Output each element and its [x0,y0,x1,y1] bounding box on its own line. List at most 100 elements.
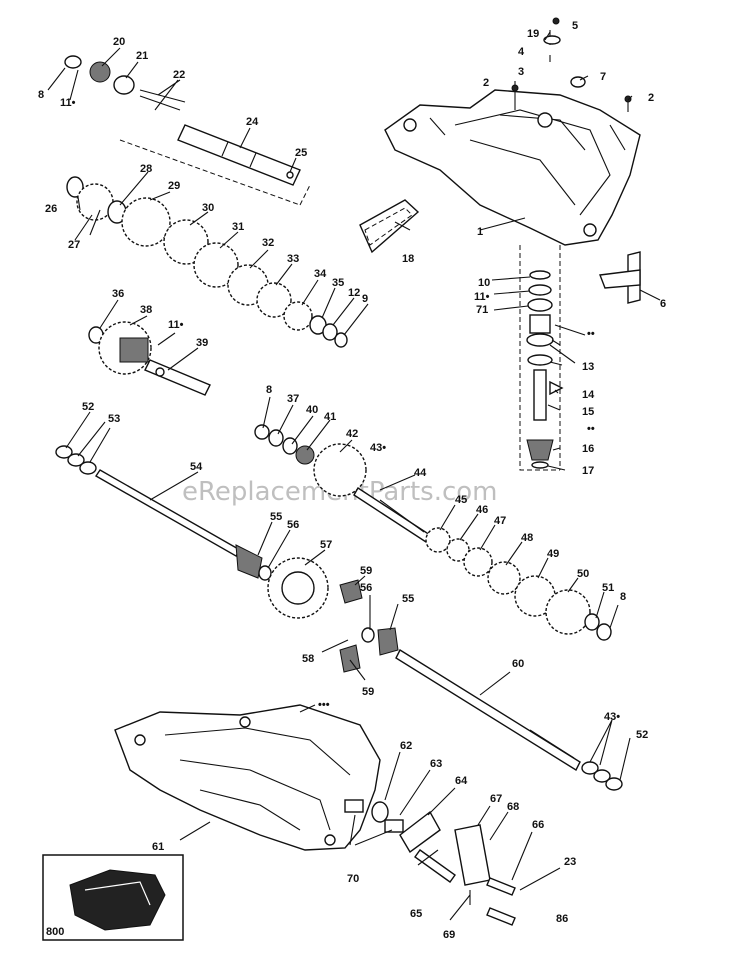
part-labels: 1 2 2 3 4 5 6 7 8 8 8 9 10 11• 11• 11• 1… [38,20,666,941]
label-43a: 43• [370,442,386,454]
label-67: 67 [490,793,502,805]
shift-bracket [599,251,661,304]
countershaft [353,487,612,641]
label-2a: 2 [483,77,489,89]
drive-chain [359,199,420,254]
leader-lines [47,31,633,921]
label-8c: 8 [620,591,626,603]
label-9: 9 [362,293,368,305]
label-35: 35 [332,277,344,289]
label-dots-2: •• [587,423,595,435]
label-22: 22 [173,69,185,81]
label-47: 47 [494,515,506,527]
label-55b: 55 [402,593,414,605]
label-64: 64 [455,775,468,787]
label-49: 49 [547,548,559,560]
label-63: 63 [430,758,442,770]
shifter-stack [519,245,564,471]
label-dots-1: •• [587,328,595,340]
label-37: 37 [287,393,299,405]
label-34: 34 [314,268,327,280]
right-axle [395,648,623,791]
label-12: 12 [348,287,360,299]
label-48: 48 [521,532,533,544]
label-54: 54 [190,461,203,473]
label-11a: 11• [60,97,76,109]
lower-right-hardware [344,799,516,926]
label-52a: 52 [82,401,94,413]
label-15: 15 [582,406,594,418]
label-36: 36 [112,288,124,300]
label-10: 10 [478,277,490,289]
label-59a: 59 [360,565,372,577]
label-1: 1 [477,226,483,238]
label-8b: 8 [266,384,272,396]
label-26: 26 [45,203,57,215]
label-41: 41 [324,411,336,423]
label-44: 44 [414,467,427,479]
label-43b: 43• [604,711,620,723]
label-2b: 2 [648,92,654,104]
label-53: 53 [108,413,120,425]
label-40: 40 [306,404,318,416]
label-61: 61 [152,841,164,853]
label-42: 42 [346,428,358,440]
label-55a: 55 [270,511,282,523]
label-56b: 56 [360,582,372,594]
label-60: 60 [512,658,524,670]
label-86: 86 [556,913,568,925]
label-32: 32 [262,237,274,249]
label-29: 29 [168,180,180,192]
label-65: 65 [410,908,422,920]
label-8a: 8 [38,89,44,101]
label-33: 33 [287,253,299,265]
label-57: 57 [320,539,332,551]
label-71: 71 [476,304,488,316]
label-45: 45 [455,494,467,506]
label-7: 7 [600,71,606,83]
label-18: 18 [402,253,414,265]
label-46: 46 [476,504,488,516]
label-19: 19 [527,28,539,40]
label-38: 38 [140,304,152,316]
label-21: 21 [136,50,148,62]
label-4: 4 [518,46,525,58]
differential [267,557,399,673]
label-62: 62 [400,740,412,752]
label-14: 14 [582,389,595,401]
left-axle [55,445,272,581]
label-20: 20 [113,36,125,48]
label-50: 50 [577,568,589,580]
upper-housing [384,89,641,246]
lower-housing [114,704,381,851]
label-13: 13 [582,361,594,373]
label-39: 39 [196,337,208,349]
label-3: 3 [518,66,524,78]
label-11b: 11• [168,319,184,331]
label-68: 68 [507,801,519,813]
label-56a: 56 [287,519,299,531]
label-28: 28 [140,163,152,175]
top-shaft-group [64,55,311,206]
label-31: 31 [232,221,244,233]
label-51: 51 [602,582,614,594]
label-25: 25 [295,147,307,159]
label-70: 70 [347,873,359,885]
label-66: 66 [532,819,544,831]
cluster-gear [88,321,211,396]
label-52b: 52 [636,729,648,741]
label-dots-3: ••• [318,699,330,711]
label-5: 5 [572,20,578,32]
label-23: 23 [564,856,576,868]
label-11c: 11• [474,291,490,303]
bevel-input [254,424,367,497]
label-800: 800 [46,926,64,938]
label-24: 24 [246,116,259,128]
label-58: 58 [302,653,314,665]
label-30: 30 [202,202,214,214]
label-27: 27 [68,239,80,251]
inset-photo [42,854,184,941]
label-17: 17 [582,465,594,477]
